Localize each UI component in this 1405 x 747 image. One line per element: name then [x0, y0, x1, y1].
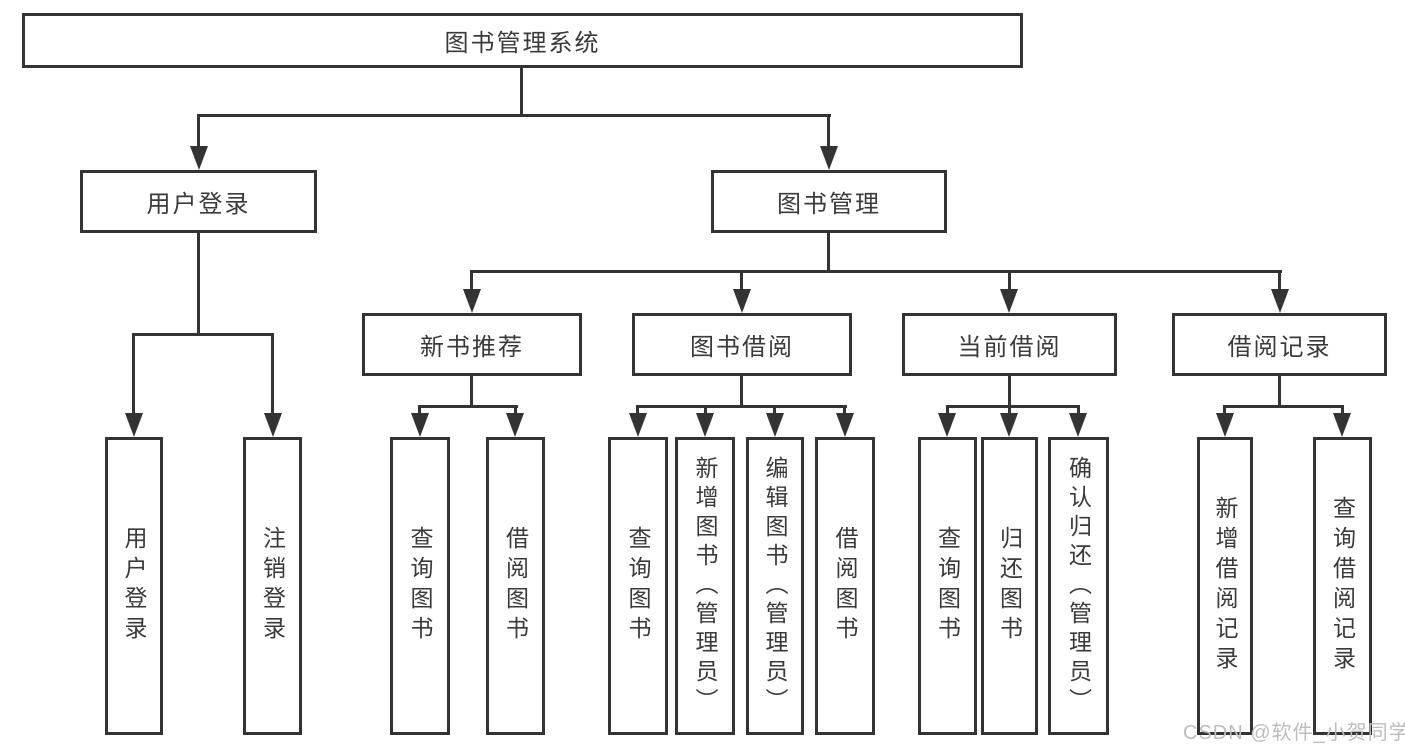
node-library-management-system: 图书管理系统 — [22, 13, 1023, 68]
connector-drop-book-mgmt — [827, 114, 830, 150]
connector-user-bar — [132, 333, 274, 336]
arrow-down-icon — [264, 413, 282, 437]
arrow-down-icon — [190, 146, 208, 170]
leaf-label: 查询图书 — [934, 526, 961, 646]
node-new-book-recommendation: 新书推荐 — [362, 313, 582, 376]
connector-drop-user-login — [197, 114, 200, 150]
connector-drop — [1223, 405, 1226, 417]
leaf-edit-book-admin: 编辑图书（管理员） — [746, 437, 804, 735]
connector-drop-new-rec — [470, 270, 473, 292]
leaf-label: 借阅图书 — [502, 526, 529, 646]
arrow-down-icon — [733, 289, 751, 313]
leaf-label: 查询图书 — [407, 526, 433, 646]
connector-drop-leaf-logout — [271, 333, 274, 415]
node-user-login-group: 用户登录 — [80, 170, 317, 233]
leaf-logout: 注销登录 — [243, 437, 302, 735]
node-book-management: 图书管理 — [711, 170, 947, 233]
leaf-label: 用户登录 — [121, 526, 147, 646]
arrow-down-icon — [629, 413, 647, 437]
connector-drop — [636, 405, 639, 417]
leaf-label: 查询图书 — [625, 526, 651, 646]
connector-root-stem — [520, 68, 523, 117]
leaf-label: 新增图书（管理员） — [692, 455, 718, 717]
arrow-down-icon — [463, 289, 481, 313]
connector-drop — [704, 405, 707, 417]
arrow-down-icon — [766, 413, 784, 437]
node-borrowing-records: 借阅记录 — [1172, 313, 1387, 376]
node-label: 图书管理系统 — [444, 30, 601, 57]
arrow-down-icon — [938, 413, 956, 437]
arrow-down-icon — [1216, 413, 1234, 437]
leaf-return-book: 归还图书 — [981, 437, 1038, 735]
node-current-borrowing: 当前借阅 — [902, 313, 1117, 376]
connector-drop-leaf-user-login — [132, 333, 135, 415]
leaf-add-book-admin: 新增图书（管理员） — [675, 437, 735, 735]
connector-current-bar — [946, 405, 1080, 408]
leaf-confirm-return-admin: 确认归还（管理员） — [1048, 437, 1109, 735]
leaf-label: 查询借阅记录 — [1329, 496, 1356, 676]
node-label: 图书借阅 — [690, 334, 794, 361]
arrow-down-icon — [1271, 289, 1289, 313]
leaf-label: 确认归还（管理员） — [1065, 455, 1092, 717]
node-book-borrowing: 图书借阅 — [632, 313, 852, 376]
connector-drop-current — [1008, 270, 1011, 292]
leaf-add-borrow-record: 新增借阅记录 — [1197, 437, 1253, 735]
arrow-down-icon — [1000, 289, 1018, 313]
arrow-down-icon — [1069, 413, 1087, 437]
node-label: 用户登录 — [146, 191, 251, 218]
leaf-query-borrow-record: 查询借阅记录 — [1313, 437, 1372, 735]
leaf-query-book-newrec: 查询图书 — [390, 437, 450, 735]
csdn-watermark: CSDN @软件_小贺同学 — [1183, 722, 1405, 744]
arrow-down-icon — [820, 146, 838, 170]
connector-mgmt-stem — [827, 233, 830, 273]
leaf-query-book-current: 查询图书 — [918, 437, 977, 735]
connector-borrowing-bar — [636, 405, 847, 408]
connector-newrec-stem — [470, 376, 473, 408]
node-label: 图书管理 — [777, 191, 881, 218]
connector-drop-borrowing — [740, 270, 743, 292]
arrow-down-icon — [836, 413, 854, 437]
connector-drop — [418, 405, 421, 417]
leaf-label: 新增借阅记录 — [1212, 496, 1238, 676]
leaf-label: 归还图书 — [996, 526, 1023, 646]
arrow-down-icon — [506, 413, 524, 437]
leaf-label: 借阅图书 — [832, 526, 858, 646]
arrow-down-icon — [1000, 413, 1018, 437]
connector-mgmt-bar — [470, 270, 1282, 273]
connector-newrec-bar — [418, 405, 518, 408]
leaf-borrow-book-newrec: 借阅图书 — [486, 437, 545, 735]
connector-drop — [1008, 405, 1011, 417]
connector-records-stem — [1278, 376, 1281, 408]
leaf-label: 注销登录 — [259, 526, 286, 646]
leaf-query-book-borrowing: 查询图书 — [608, 437, 668, 735]
connector-drop — [773, 405, 776, 417]
leaf-borrow-book-borrowing: 借阅图书 — [815, 437, 875, 735]
connector-drop — [843, 405, 846, 417]
arrow-down-icon — [696, 413, 714, 437]
connector-borrowing-stem — [740, 376, 743, 408]
node-label: 当前借阅 — [957, 334, 1062, 361]
connector-drop — [946, 405, 949, 417]
connector-user-stem — [197, 233, 200, 336]
connector-current-stem — [1008, 376, 1011, 408]
connector-drop — [514, 405, 517, 417]
node-label: 新书推荐 — [420, 334, 524, 361]
connector-drop — [1077, 405, 1080, 417]
arrow-down-icon — [411, 413, 429, 437]
connector-drop-records — [1278, 270, 1281, 292]
connector-drop — [1341, 405, 1344, 417]
leaf-label: 编辑图书（管理员） — [762, 455, 788, 717]
connector-level1-bar — [197, 114, 831, 117]
arrow-down-icon — [125, 413, 143, 437]
leaf-user-login: 用户登录 — [105, 437, 163, 735]
connector-records-bar — [1223, 405, 1344, 408]
node-label: 借阅记录 — [1227, 334, 1332, 361]
arrow-down-icon — [1333, 413, 1351, 437]
